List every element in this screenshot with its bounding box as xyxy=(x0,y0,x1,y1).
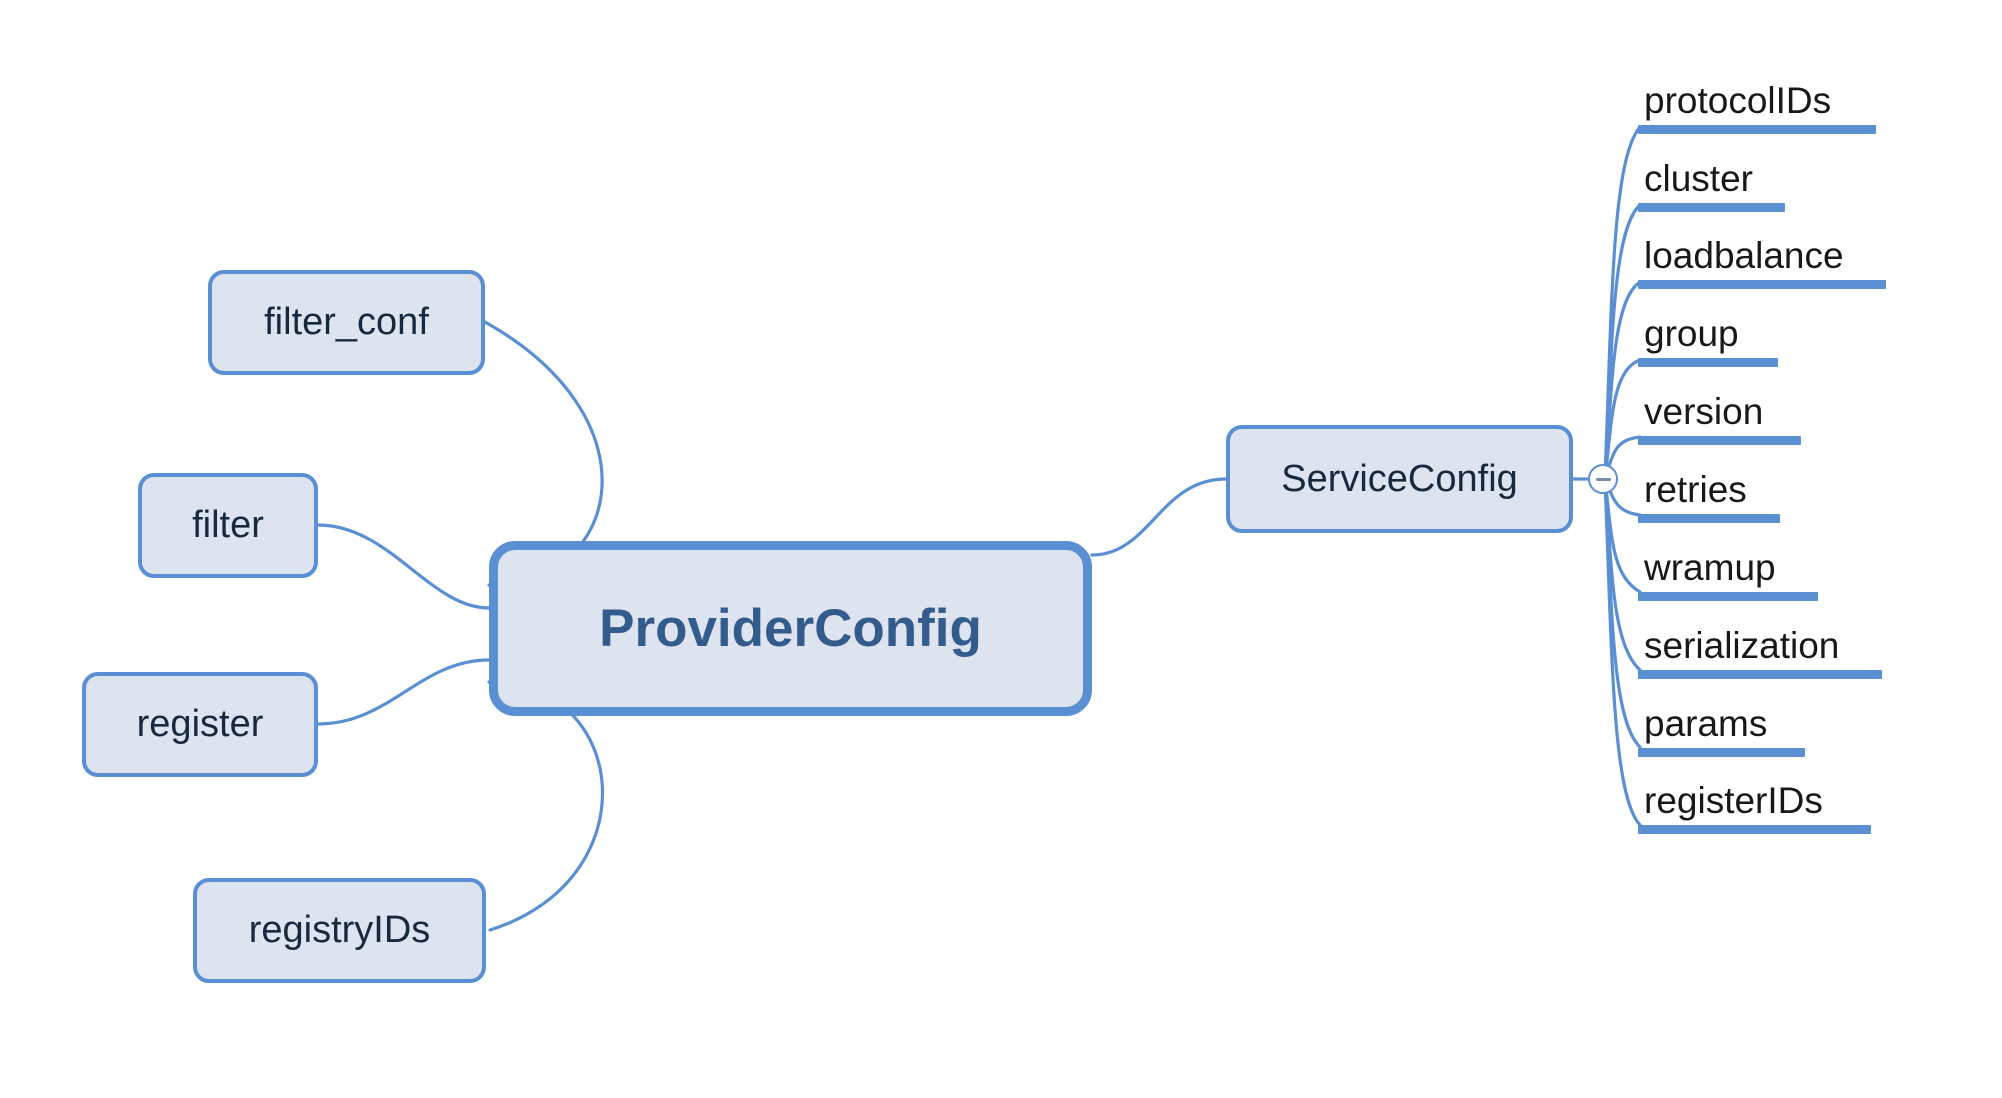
leaf-wramup-label: wramup xyxy=(1644,547,1776,588)
leaf-version[interactable]: version xyxy=(1638,383,1801,445)
leaf-cluster[interactable]: cluster xyxy=(1638,150,1785,212)
node-registryids-label: registryIDs xyxy=(248,909,431,951)
edge-leaf-cluster xyxy=(1603,203,1642,481)
leaf-cluster-underline xyxy=(1638,203,1785,212)
leaf-params[interactable]: params xyxy=(1638,695,1805,757)
leaf-loadbalance-underline xyxy=(1638,280,1886,289)
node-serviceconfig[interactable]: ServiceConfig xyxy=(1226,425,1573,533)
edge-leaf-protocolIDs xyxy=(1603,125,1642,481)
leaf-serialization[interactable]: serialization xyxy=(1638,617,1882,679)
edge-leaf-serialization xyxy=(1603,477,1642,672)
leaf-group-underline xyxy=(1638,358,1778,367)
node-registryids[interactable]: registryIDs xyxy=(193,878,486,983)
node-register[interactable]: register xyxy=(82,672,318,777)
leaf-registerids-underline xyxy=(1638,825,1871,834)
edge-root-register xyxy=(316,658,491,726)
leaf-group[interactable]: group xyxy=(1638,305,1778,367)
leaf-cluster-label: cluster xyxy=(1644,158,1753,199)
node-register-label: register xyxy=(136,703,264,745)
leaf-params-label: params xyxy=(1644,703,1768,744)
node-serviceconfig-label: ServiceConfig xyxy=(1281,457,1518,500)
leaf-params-underline xyxy=(1638,748,1805,757)
leaf-loadbalance-label: loadbalance xyxy=(1644,235,1844,276)
edge-leaf-wramup xyxy=(1603,477,1642,594)
leaf-registerids-label: registerIDs xyxy=(1644,780,1823,821)
leaf-loadbalance[interactable]: loadbalance xyxy=(1638,227,1886,289)
leaf-protocolids[interactable]: protocolIDs xyxy=(1638,72,1876,134)
edge-leaf-registerIDs xyxy=(1603,477,1642,827)
leaf-serialization-label: serialization xyxy=(1644,625,1840,666)
leaf-retries-underline xyxy=(1638,514,1780,523)
edge-root-serviceconfig xyxy=(1090,477,1228,557)
edge-leaf-params xyxy=(1603,477,1642,749)
collapse-toggle-serviceconfig[interactable] xyxy=(1588,464,1618,494)
leaf-wramup-underline xyxy=(1638,592,1818,601)
leaf-wramup[interactable]: wramup xyxy=(1638,539,1818,601)
leaf-group-label: group xyxy=(1644,313,1739,354)
leaf-version-underline xyxy=(1638,436,1801,445)
edge-leaf-loadbalance xyxy=(1603,280,1642,481)
leaf-version-label: version xyxy=(1644,391,1764,432)
leaf-protocolids-label: protocolIDs xyxy=(1644,80,1832,121)
leaf-registerids[interactable]: registerIDs xyxy=(1638,772,1871,834)
node-root-providerconfig[interactable]: ProviderConfig xyxy=(489,541,1092,716)
node-filter[interactable]: filter xyxy=(138,473,318,578)
edge-leaf-group xyxy=(1603,358,1642,481)
minus-icon xyxy=(1595,477,1611,481)
node-filter-conf[interactable]: filter_conf xyxy=(208,270,485,375)
edge-root-filter xyxy=(316,523,491,610)
leaf-retries[interactable]: retries xyxy=(1638,461,1780,523)
node-filter-conf-label: filter_conf xyxy=(264,301,429,343)
leaf-retries-label: retries xyxy=(1644,469,1747,510)
node-filter-label: filter xyxy=(192,504,264,546)
leaf-serialization-underline xyxy=(1638,670,1882,679)
edge-root-registryIDs xyxy=(487,680,605,932)
node-root-label: ProviderConfig xyxy=(599,599,982,658)
leaf-protocolids-underline xyxy=(1638,125,1876,134)
